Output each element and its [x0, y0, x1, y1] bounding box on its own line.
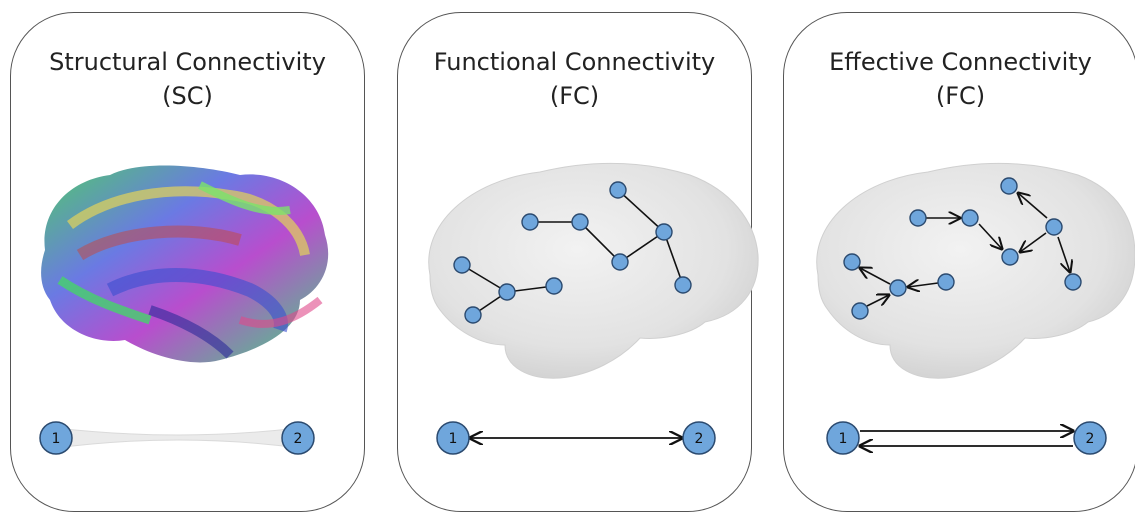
panel-title-effective: Effective Connectivity (FC): [784, 45, 1135, 113]
fc-region-node: [674, 276, 692, 294]
ec-region-node: [851, 302, 869, 320]
ec-region-node: [1000, 177, 1018, 195]
fc-region-node: [609, 181, 627, 199]
sc-node-2: 2: [281, 421, 315, 455]
title-line2: (FC): [549, 82, 600, 110]
ec-region-node: [937, 273, 955, 291]
sc-node-2-label: 2: [294, 431, 303, 447]
sc-node-1-label: 1: [52, 431, 61, 447]
ec-node-2-label: 2: [1086, 431, 1095, 447]
panel-title-functional: Functional Connectivity (FC): [398, 45, 751, 113]
diagram-canvas: 1 2: [39, 162, 1135, 455]
ec-region-node: [909, 209, 927, 227]
ec-region-node: [961, 209, 979, 227]
effective-link: [860, 431, 1073, 446]
fc-region-node: [453, 256, 471, 274]
ec-region-node: [889, 279, 907, 297]
effective-network: [843, 177, 1082, 320]
fc-region-node: [655, 223, 673, 241]
title-line1: Structural Connectivity: [49, 48, 326, 76]
fc-region-node: [521, 213, 539, 231]
title-line1: Effective Connectivity: [829, 48, 1092, 76]
title-line1: Functional Connectivity: [433, 48, 716, 76]
fc-region-node: [498, 283, 516, 301]
title-line2: (FC): [935, 82, 986, 110]
tractography-image: [41, 165, 329, 363]
fc-node-1-label: 1: [449, 431, 458, 447]
fc-region-node: [464, 306, 482, 324]
ec-node-1: 1: [826, 421, 860, 455]
fc-node-2: 2: [682, 421, 716, 455]
ec-region-node: [1045, 218, 1063, 236]
fc-region-node: [611, 253, 629, 271]
fc-node-2-label: 2: [695, 431, 704, 447]
fc-region-node: [571, 213, 589, 231]
ec-node-2: 2: [1073, 421, 1107, 455]
ec-region-node: [1064, 273, 1082, 291]
title-line2: (SC): [162, 82, 213, 110]
functional-network: [453, 181, 692, 324]
sc-node-1: 1: [39, 421, 73, 455]
fc-node-1: 1: [436, 421, 470, 455]
panel-title-structural: Structural Connectivity (SC): [11, 45, 364, 113]
ec-region-node: [1001, 248, 1019, 266]
ec-node-1-label: 1: [839, 431, 848, 447]
brain-outline-functional: [428, 162, 759, 379]
fc-region-node: [545, 277, 563, 295]
brain-outline-effective: [816, 162, 1135, 379]
structural-link: [55, 427, 299, 449]
ec-region-node: [843, 253, 861, 271]
